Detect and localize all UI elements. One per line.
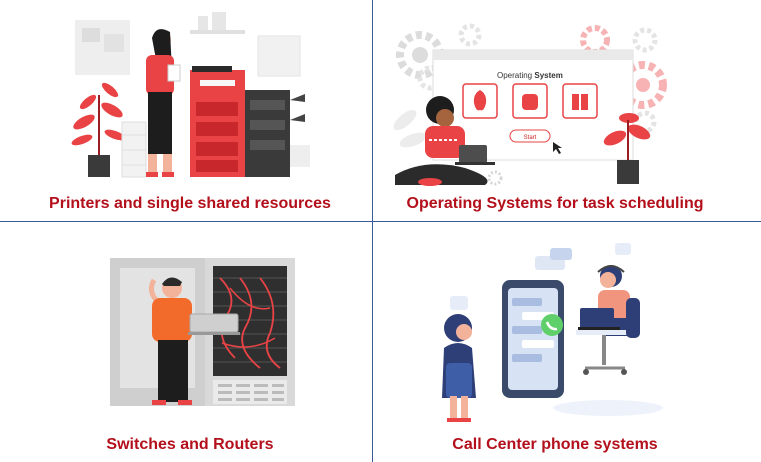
panel-call-center-caption: Call Center phone systems xyxy=(452,436,658,453)
os-app-tile-3[interactable] xyxy=(562,83,598,119)
printer-illustration xyxy=(71,12,310,178)
vertical-divider xyxy=(372,0,373,462)
os-start-button[interactable] xyxy=(509,129,551,143)
os-screen-title-prefix: Operating xyxy=(497,71,534,80)
os-illustration: Operating System Start xyxy=(393,23,667,186)
panel-os-caption: Operating Systems for task scheduling xyxy=(406,195,704,212)
call-center-illustration xyxy=(442,243,663,422)
os-start-label: Start xyxy=(524,135,537,141)
panel-printers-caption: Printers and single shared resources xyxy=(49,195,331,212)
panel-switches-caption: Switches and Routers xyxy=(106,436,274,453)
svg-text:Operating System: Operating System xyxy=(497,71,563,80)
server-rack-illustration xyxy=(110,258,295,406)
horizontal-divider xyxy=(0,221,761,222)
os-screen-title-bold: System xyxy=(534,71,562,80)
